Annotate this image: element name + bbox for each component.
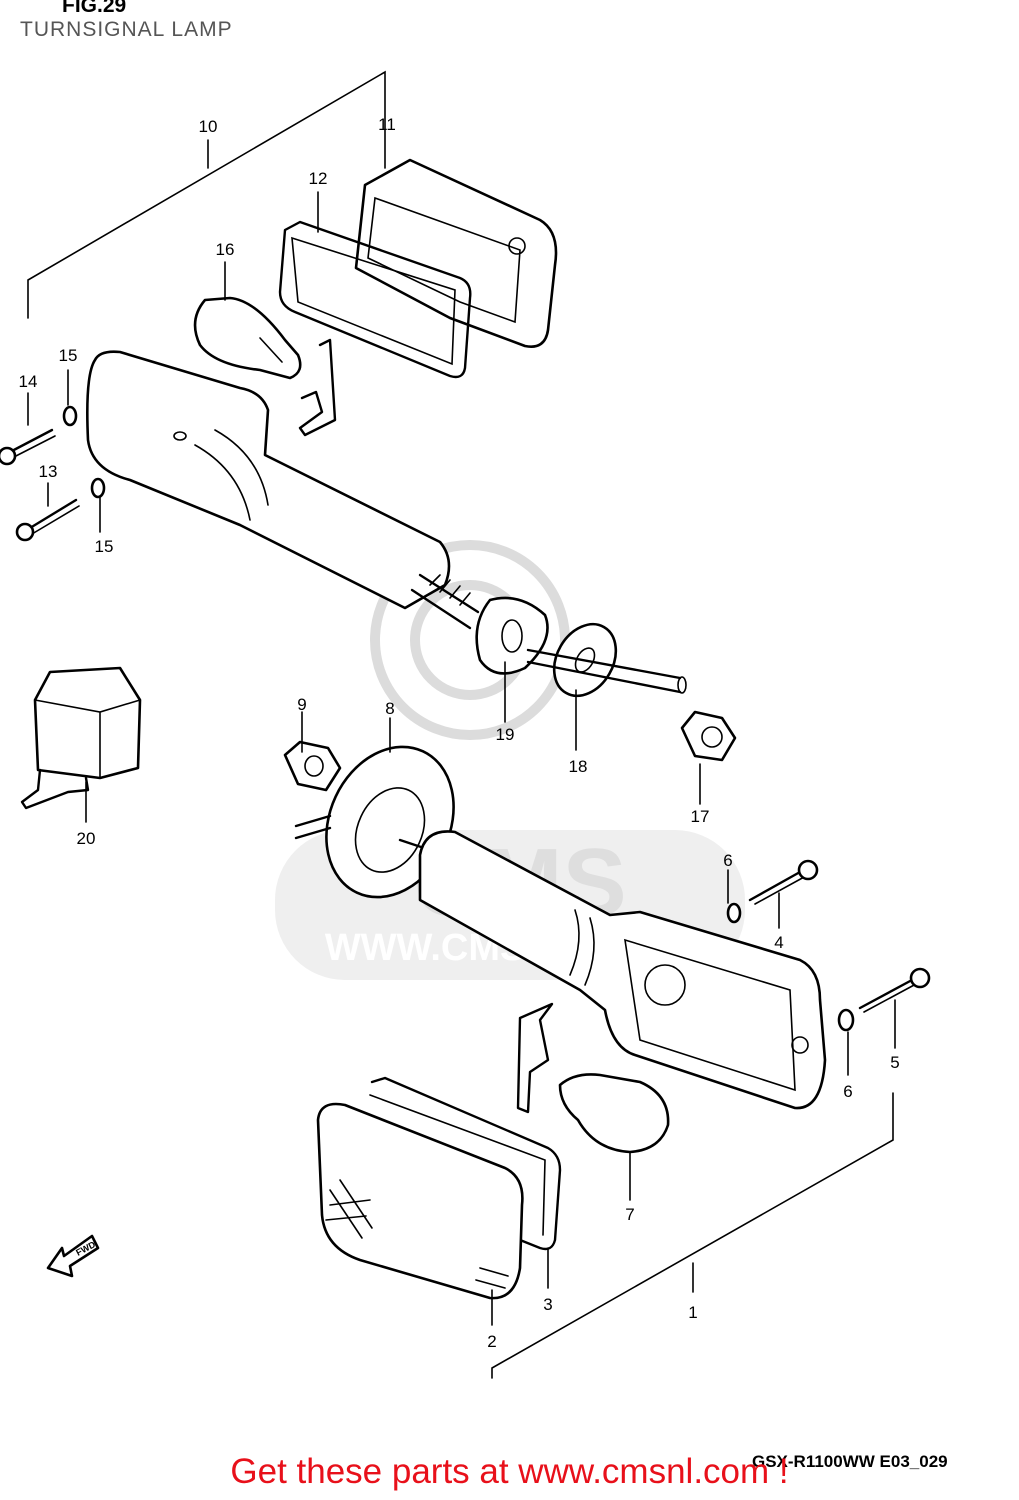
part-5-screw: [858, 967, 931, 1013]
upper-wire: [526, 648, 687, 694]
callout-20: 20: [77, 829, 96, 848]
callout-10: 10: [199, 117, 218, 136]
callout-15a: 15: [59, 346, 78, 365]
figure-title: FIG.29: [62, 0, 127, 17]
part-4-screw: [748, 859, 819, 905]
callout-2: 2: [487, 1332, 496, 1351]
fwd-arrow-icon: FWD: [46, 1234, 100, 1278]
drawing-code: GSX-R1100WW E03_029: [752, 1452, 948, 1471]
callout-8: 8: [385, 699, 394, 718]
upper-mounting-stud: [410, 573, 480, 630]
part-9-nut: [283, 740, 342, 792]
part-13-screw: [15, 498, 80, 542]
callout-4: 4: [774, 933, 783, 952]
assembly-bracket-lower: [491, 1092, 894, 1379]
callout-9: 9: [297, 695, 306, 714]
part-1-lower-housing-body: [418, 830, 827, 1110]
part-2-lower-lens: [316, 1102, 524, 1300]
callout-16: 16: [216, 240, 235, 259]
callout-6b: 6: [843, 1082, 852, 1101]
upper-socket-clip: [298, 338, 337, 437]
callout-5: 5: [890, 1053, 899, 1072]
callout-17: 17: [691, 807, 710, 826]
callout-11: 11: [378, 115, 396, 134]
callout-19: 19: [496, 725, 515, 744]
callout-6a: 6: [723, 851, 732, 870]
callout-13: 13: [39, 462, 58, 481]
callout-14: 14: [19, 372, 38, 391]
leader-lines: [27, 191, 896, 1326]
call-to-action-link[interactable]: Get these parts at www.cmsnl.com !: [230, 1452, 789, 1491]
part-7-lower-bulb: [558, 1073, 670, 1154]
part-6-washer-b: [837, 1008, 855, 1032]
callout-1: 1: [688, 1303, 697, 1322]
part-10-upper-housing-body: [86, 350, 451, 610]
callout-15b: 15: [95, 537, 114, 556]
callout-3: 3: [543, 1295, 552, 1314]
callout-7: 7: [625, 1205, 634, 1224]
part-20-relay: [20, 666, 142, 810]
figure-subtitle: TURNSIGNAL LAMP: [20, 18, 233, 41]
part-3-lower-gasket: [369, 1076, 562, 1251]
callout-18: 18: [569, 757, 588, 776]
part-12-upper-gasket: [278, 220, 472, 379]
part-6-washer-a: [726, 902, 742, 924]
part-15-washer-b: [90, 477, 106, 499]
part-17-nut: [680, 710, 737, 762]
lower-socket-clip: [516, 1002, 554, 1114]
part-11-upper-lens-housing: [354, 158, 558, 348]
callout-12: 12: [309, 169, 328, 188]
assembly-bracket-upper: [27, 70, 386, 319]
callout-numbers: 1 2 3 4 5 6 6 7 8 9 10 11 12 13 14 15 15…: [19, 115, 900, 1351]
part-14-screw: [0, 428, 56, 466]
part-16-upper-bulb: [193, 296, 302, 380]
part-19-grommet: [475, 596, 549, 675]
part-15-washer-a: [62, 405, 78, 427]
